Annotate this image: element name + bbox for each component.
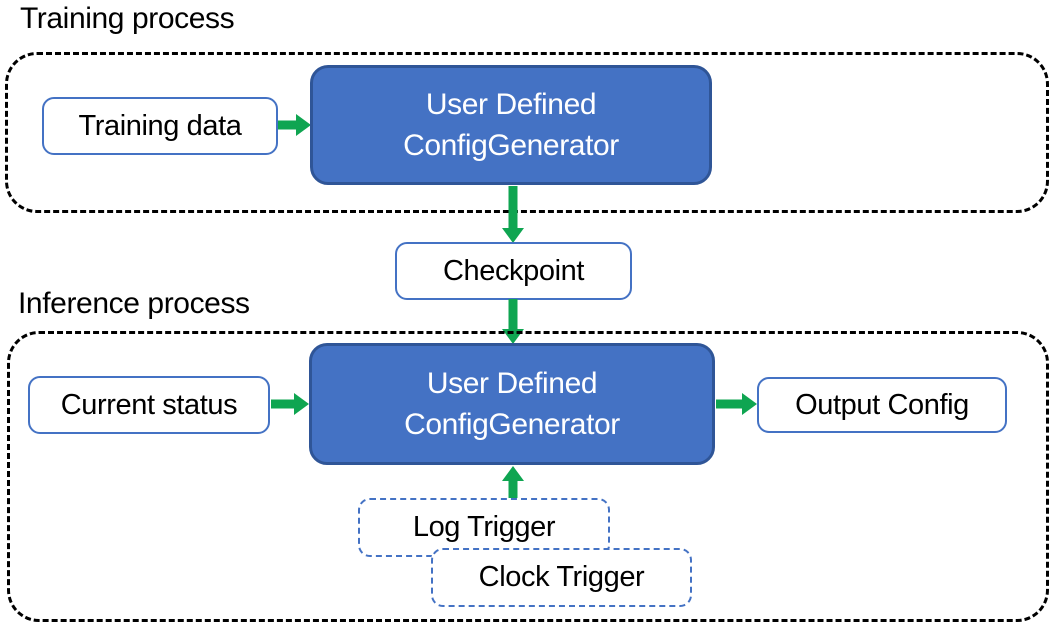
- training-process-label: Training process: [20, 2, 235, 35]
- arrow-training-data-to-generator: [278, 114, 311, 136]
- training-container: [5, 52, 1049, 213]
- training-data-box: Training data: [42, 97, 278, 155]
- log-trigger-label: Log Trigger: [412, 511, 556, 543]
- output-config-label: Output Config: [795, 388, 969, 421]
- inference-generator-box: User Defined ConfigGenerator: [309, 343, 715, 465]
- checkpoint-label: Checkpoint: [442, 254, 585, 287]
- arrow-current-status-to-generator: [271, 393, 309, 415]
- arrow-generator-to-checkpoint: [502, 186, 524, 243]
- inference-container: [7, 331, 1049, 622]
- inference-generator-line1: User Defined: [426, 367, 598, 400]
- arrow-generator-to-output: [716, 393, 757, 415]
- clock-trigger-label: Clock Trigger: [478, 561, 645, 593]
- training-generator-box: User Defined ConfigGenerator: [310, 65, 712, 185]
- log-trigger-box: Log Trigger: [358, 498, 610, 557]
- training-data-label: Training data: [78, 109, 242, 142]
- training-generator-line2: ConfigGenerator: [403, 129, 619, 162]
- arrow-trigger-to-generator: [502, 466, 524, 498]
- clock-trigger-box: Clock Trigger: [431, 548, 692, 607]
- output-config-box: Output Config: [757, 377, 1007, 433]
- current-status-box: Current status: [28, 376, 270, 434]
- inference-generator-line2: ConfigGenerator: [404, 408, 620, 441]
- inference-process-label: Inference process: [18, 287, 250, 320]
- training-generator-line1: User Defined: [425, 88, 597, 121]
- checkpoint-box: Checkpoint: [395, 242, 632, 300]
- current-status-label: Current status: [60, 388, 238, 421]
